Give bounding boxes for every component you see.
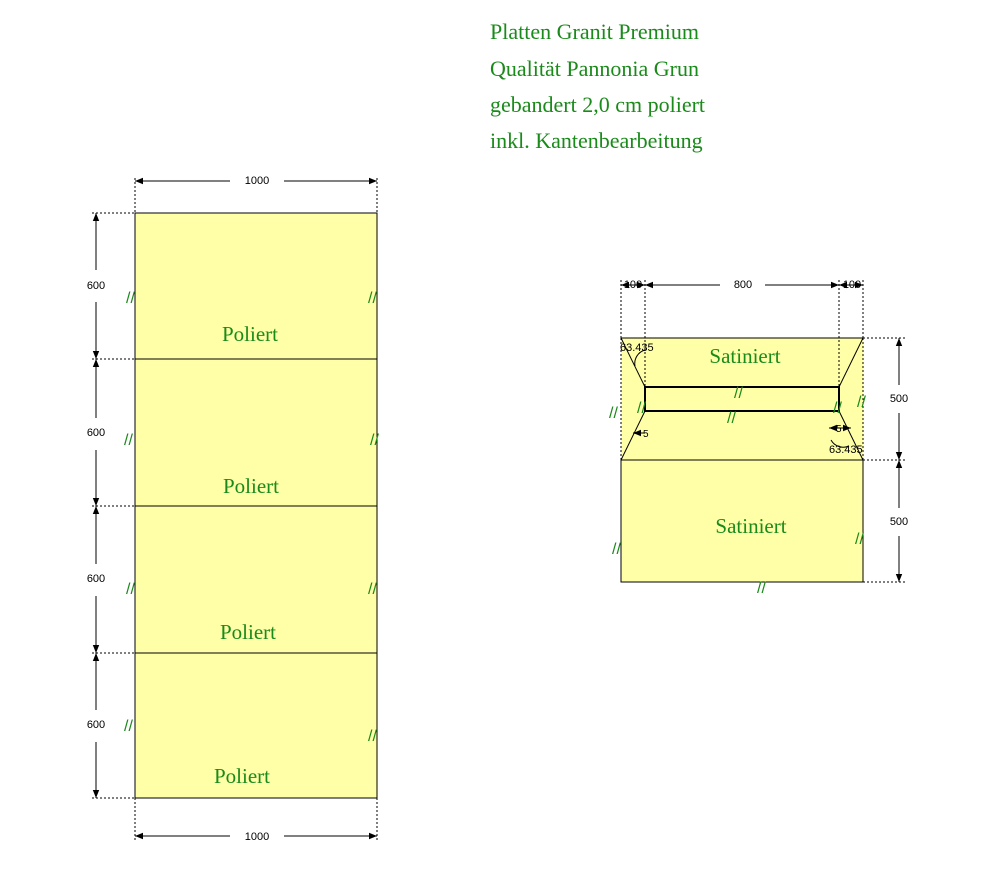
- left-plate-3[interactable]: [134, 505, 378, 654]
- right-top-dim-left-label: 100: [624, 279, 642, 291]
- bevel-top-right: [838, 337, 864, 388]
- edge-mark-icon: //: [124, 718, 133, 735]
- bevel-bottom-right: [838, 410, 864, 461]
- left-plate-4-label: Poliert: [214, 764, 270, 788]
- edge-mark-icon: //: [368, 581, 377, 598]
- header-line-4: inkl. Kantenbearbeitung: [490, 128, 703, 153]
- left-plate-4[interactable]: [134, 652, 378, 799]
- edge-mark-icon: //: [370, 432, 379, 449]
- small-dim-right-label: 5: [836, 424, 842, 435]
- edge-mark-icon: //: [857, 394, 866, 411]
- left-bottom-dim-label: 1000: [245, 831, 269, 843]
- left-vdim-3-label: 600: [87, 573, 105, 585]
- edge-mark-icon: //: [833, 400, 842, 417]
- left-plate-2-label: Poliert: [223, 474, 279, 498]
- left-vdim-1-label: 600: [87, 280, 105, 292]
- header-line-1: Platten Granit Premium: [490, 19, 699, 44]
- edge-mark-icon: //: [126, 290, 135, 307]
- left-plate-3-label: Poliert: [220, 620, 276, 644]
- edge-mark-icon: //: [727, 410, 736, 427]
- angle-arc-right: [830, 439, 850, 448]
- right-vdim-1-label: 500: [890, 393, 908, 405]
- left-plate-1-label: Poliert: [222, 322, 278, 346]
- left-panel: Poliert Poliert Poliert Poliert 1000 100…: [87, 175, 380, 843]
- angle-arc-left: [634, 349, 646, 367]
- header-line-2: Qualität Pannonia Grun: [490, 56, 699, 81]
- edge-mark-icon: //: [637, 400, 646, 417]
- right-lower-label: Satiniert: [715, 514, 786, 538]
- left-top-dim-label: 1000: [245, 175, 269, 187]
- right-upper-label: Satiniert: [709, 344, 780, 368]
- angle-left-label: 63.435: [620, 342, 654, 354]
- header-text: Platten Granit Premium Qualität Pannonia…: [490, 19, 705, 153]
- left-edge-marks: // // // // // // // //: [124, 290, 379, 745]
- left-plate-2[interactable]: [134, 358, 378, 507]
- left-plate-1[interactable]: [134, 212, 378, 360]
- bevel-top-left: [620, 337, 646, 388]
- inner-cutout[interactable]: [644, 386, 840, 412]
- small-dim-left-label: 5: [643, 429, 649, 440]
- right-panel: 63.435 63.435 5 5 Satiniert Satiniert 10…: [609, 279, 908, 597]
- edge-mark-icon: //: [124, 432, 133, 449]
- edge-mark-icon: //: [855, 531, 864, 548]
- edge-mark-icon: //: [368, 290, 377, 307]
- edge-mark-icon: //: [609, 405, 618, 422]
- left-vdim-2-label: 600: [87, 427, 105, 439]
- edge-mark-icon: //: [368, 728, 377, 745]
- header-line-3: gebandert 2,0 cm poliert: [490, 92, 705, 117]
- edge-mark-icon: //: [757, 580, 766, 597]
- edge-mark-icon: //: [126, 581, 135, 598]
- left-vdim-4-label: 600: [87, 719, 105, 731]
- angle-right-label: 63.435: [829, 444, 863, 456]
- right-lower-plate[interactable]: [620, 459, 864, 583]
- right-vdim-2-label: 500: [890, 516, 908, 528]
- right-top-dim-mid-label: 800: [734, 279, 752, 291]
- right-top-dim-right-label: 100: [843, 279, 861, 291]
- edge-mark-icon: //: [612, 541, 621, 558]
- right-edge-marks: // // // // // // // // //: [609, 385, 866, 597]
- edge-mark-icon: //: [734, 385, 743, 402]
